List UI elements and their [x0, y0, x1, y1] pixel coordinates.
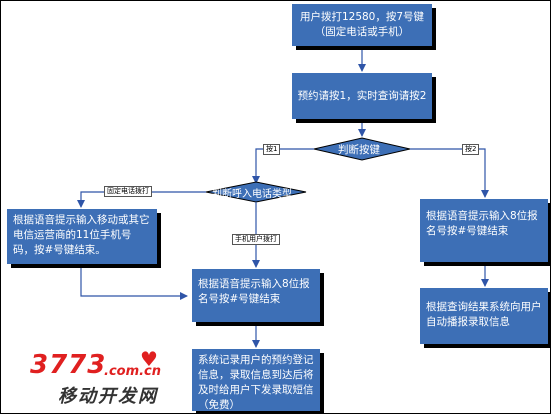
box-auto-broadcast-text: 根据查询结果系统向用户自动播报录取信息 — [426, 301, 542, 328]
box-input-reg-right-text: 根据语音提示输入8位报名号按#号键结束 — [426, 210, 538, 237]
box-start-text: 用户拨打12580，按7号键（固定电话或手机） — [299, 11, 425, 38]
box-system-record: 系统记录用户的预约登记信息，录取信息到达后将及时给用户下发录取短信（免费） — [192, 349, 320, 411]
box-select-prompt-text: 预约请按1，实时查询请按2 — [297, 89, 427, 102]
watermark-domain: .com.cn — [104, 364, 162, 379]
watermark-slogan: 移动开发网 — [58, 386, 158, 407]
arrow-press2 — [410, 148, 489, 198]
edge-label-press2: 按2 — [462, 144, 480, 155]
box-system-record-text: 系统记录用户的预约登记信息，录取信息到达后将及时给用户下发录取短信（免费） — [198, 354, 314, 411]
box-input-phone-text: 根据语音提示输入移动或其它电信运营商的11位手机号码，按#号键结束。 — [13, 214, 150, 256]
watermark-heart-icon: ♥ — [140, 347, 158, 371]
box-input-reg-right: 根据语音提示输入8位报名号按#号键结束 — [420, 199, 548, 262]
box-start: 用户拨打12580，按7号键（固定电话或手机） — [292, 4, 432, 46]
box-auto-broadcast: 根据查询结果系统向用户自动播报录取信息 — [420, 288, 548, 344]
edge-label-press1: 按1 — [263, 144, 281, 155]
edge-label-fixed-phone: 固定电话拨打 — [104, 186, 152, 197]
box-select-prompt: 预约请按1，实时查询请按2 — [292, 73, 432, 119]
edge-label-mobile-phone: 手机用户拨打 — [232, 234, 280, 245]
box-input-reg-center: 根据语音提示输入8位报名号按#号键结束 — [192, 269, 320, 322]
decision-calltype-label: 判断呼入电话类型 — [212, 189, 292, 200]
decision-key-label: 判断按键 — [338, 144, 380, 156]
box-input-reg-center-text: 根据语音提示输入8位报名号按#号键结束 — [198, 278, 310, 305]
arrow-fixed-phone — [77, 191, 206, 208]
arrow-press1 — [252, 148, 314, 184]
decision-key-diamond — [313, 137, 411, 161]
arrow-phone-to-reg — [80, 264, 188, 300]
box-input-phone: 根据语音提示输入移动或其它电信运营商的11位手机号码，按#号键结束。 — [7, 209, 157, 264]
watermark-number: 3773 — [30, 350, 107, 380]
